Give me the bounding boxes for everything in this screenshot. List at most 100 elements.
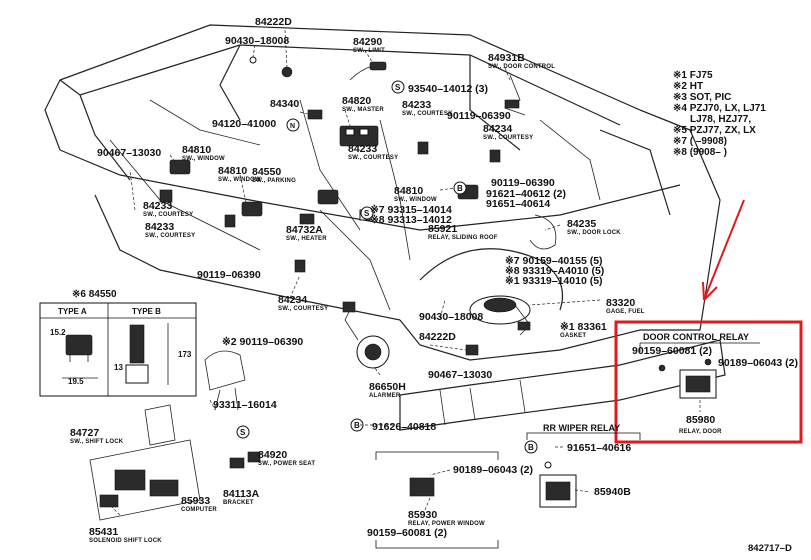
part-desc-85933: COMPUTER bbox=[181, 507, 217, 513]
part-desc-85930: RELAY, POWER WINDOW bbox=[408, 521, 485, 527]
part-number-93540: 93540–14012 (3) bbox=[408, 83, 488, 95]
door-control-highlight bbox=[614, 320, 803, 444]
red-arrow bbox=[702, 199, 745, 301]
part-number-83361: ※1 83361 bbox=[560, 321, 607, 333]
part-number-84233_c: 84233 bbox=[143, 200, 172, 212]
part-number-93319_b: ※1 93319–14010 (5) bbox=[505, 275, 603, 287]
door-control-part2: 90189–06043 (2) bbox=[718, 357, 798, 369]
part-number-84810_c: 84810 bbox=[394, 185, 423, 197]
type-b-dim-length: 173 bbox=[178, 350, 192, 359]
part-desc-84810_b: SW., WINDOW bbox=[218, 177, 261, 183]
rr-wiper-title: RR WIPER RELAY bbox=[543, 423, 620, 433]
door-control-main-num: 85980 bbox=[686, 414, 715, 426]
part-number-91621: 91621–40612 (2) bbox=[486, 188, 566, 200]
svg-text:B: B bbox=[354, 421, 360, 430]
part-number-84222D_top: 84222D bbox=[255, 16, 292, 28]
part-desc-85921: RELAY, SLIDING ROOF bbox=[428, 235, 498, 241]
type-a-label: TYPE A bbox=[58, 307, 87, 316]
svg-text:B: B bbox=[457, 184, 463, 193]
part-number-90430_b: 90430–18008 bbox=[419, 311, 483, 323]
svg-text:N: N bbox=[290, 123, 295, 130]
part-number-91626: 91626–40818 bbox=[372, 421, 436, 433]
footer-code: 842717–D bbox=[748, 543, 792, 554]
part-number-89313: ※8 93313–14012 bbox=[370, 214, 452, 226]
part-desc-85431: SOLENOID SHIFT LOCK bbox=[89, 538, 162, 544]
part-number-93319_a: ※8 93319–A4010 (5) bbox=[505, 265, 604, 277]
part-number-84235: 84235 bbox=[567, 218, 596, 230]
part-number-90119_b: 90119–06390 bbox=[491, 177, 555, 189]
part-number-94120: 94120–41000 bbox=[212, 118, 276, 130]
part-number-90119_a: 90119–06390 bbox=[447, 110, 511, 122]
part-number-84233_d: 84233 bbox=[145, 221, 174, 233]
part-desc-86650H: ALARMER bbox=[369, 393, 401, 399]
part-number-90159_b: 90159–60081 (2) bbox=[367, 527, 447, 539]
legend-item: ※4 PZJ70, LX, LJ71 bbox=[673, 103, 766, 114]
legend-item: ※2 HT bbox=[673, 81, 703, 92]
svg-text:B: B bbox=[528, 443, 534, 452]
part-number-79315: ※7 93315–14014 bbox=[370, 204, 452, 216]
door-control-part1: 90159–60081 (2) bbox=[632, 345, 712, 357]
door-control-box: DOOR CONTROL RELAY 90159–60081 (2) 90189… bbox=[614, 320, 803, 444]
legend-item: LJ78, HZJ77, bbox=[690, 114, 751, 125]
part-number-84931B: 84931B bbox=[488, 52, 525, 64]
type-a-dim-height: 15.2 bbox=[50, 328, 66, 337]
part-number-90159_40155: ※7 90159–40155 (5) bbox=[505, 255, 603, 267]
part-desc-84290: SW., LIMIT bbox=[353, 48, 385, 54]
part-desc-84234_a: SW., COURTESY bbox=[483, 135, 533, 141]
type-b-label: TYPE B bbox=[132, 307, 161, 316]
door-control-main-sub: RELAY, DOOR bbox=[679, 429, 722, 435]
part-desc-84810_c: SW., WINDOW bbox=[394, 197, 437, 203]
type-box-title: ※6 84550 bbox=[72, 289, 117, 300]
part-desc-84233_a: SW., COURTESY bbox=[402, 111, 452, 117]
svg-text:S: S bbox=[240, 428, 246, 437]
part-number-84113A: 84113A bbox=[223, 488, 260, 500]
legend-item: ※8 (9908– ) bbox=[673, 147, 727, 158]
part-number-84222D_b: 84222D bbox=[419, 331, 456, 343]
part-number-85930: 85930 bbox=[408, 509, 437, 521]
rr-wiper-part1: 91651–40616 bbox=[567, 442, 631, 454]
part-number-84234_b: 84234 bbox=[278, 294, 307, 306]
part-desc-84931B: SW., DOOR CONTROL bbox=[488, 64, 555, 70]
part-number-90467_b: 90467–13030 bbox=[428, 369, 492, 381]
part-number-83320: 83320 bbox=[606, 297, 635, 309]
part-number-84340: 84340 bbox=[270, 98, 299, 110]
part-desc-84233_c: SW., COURTESY bbox=[143, 212, 193, 218]
part-number-84234_a: 84234 bbox=[483, 123, 512, 135]
part-desc-84233_d: SW., COURTESY bbox=[145, 233, 195, 239]
rr-wiper-main-num: 85940B bbox=[594, 486, 631, 498]
vehicle-body-outline bbox=[44, 24, 726, 431]
part-number-84810_a: 84810 bbox=[182, 144, 211, 156]
part-number-90189_b: 90189–06043 (2) bbox=[453, 464, 533, 476]
part-number-84810_b: 84810 bbox=[218, 165, 247, 177]
legend: ※1 FJ75※2 HT※3 SOT, PIC※4 PZJ70, LX, LJ7… bbox=[673, 70, 766, 158]
legend-item: ※5 PZJ77, ZX, LX bbox=[673, 125, 756, 136]
svg-text:S: S bbox=[395, 83, 401, 92]
part-desc-84235: SW., DOOR LOCK bbox=[567, 230, 621, 236]
part-number-90467_a: 90467–13030 bbox=[97, 147, 161, 159]
part-desc-84234_b: SW., COURTESY bbox=[278, 306, 328, 312]
part-number-90119_d: ※2 90119–06390 bbox=[222, 336, 303, 348]
part-desc-83361: GASKET bbox=[560, 333, 586, 339]
legend-item: ※7 ( –9908) bbox=[673, 136, 727, 147]
part-desc-84820: SW., MASTER bbox=[342, 107, 384, 113]
part-number-84920: 84920 bbox=[258, 449, 287, 461]
part-number-84732A: 84732A bbox=[286, 224, 323, 236]
part-number-84290: 84290 bbox=[353, 36, 382, 48]
part-desc-84727: SW., SHIFT LOCK bbox=[70, 439, 124, 445]
part-number-84233_a: 84233 bbox=[402, 99, 431, 111]
part-number-85431: 85431 bbox=[89, 526, 118, 538]
legend-item: ※3 SOT, PIC bbox=[673, 92, 731, 103]
part-number-84727: 84727 bbox=[70, 427, 99, 439]
svg-text:S: S bbox=[364, 209, 370, 218]
part-number-86650H: 86650H bbox=[369, 381, 406, 393]
power-window-bracket bbox=[375, 451, 499, 549]
part-number-84233_b: 84233 bbox=[348, 143, 377, 155]
part-number-84550: 84550 bbox=[252, 166, 281, 178]
part-number-85921: 85921 bbox=[428, 223, 457, 235]
part-desc-84550: SW., PARKING bbox=[252, 178, 296, 184]
leader-lines bbox=[109, 29, 601, 516]
parts-glyphs: N bbox=[89, 56, 717, 521]
